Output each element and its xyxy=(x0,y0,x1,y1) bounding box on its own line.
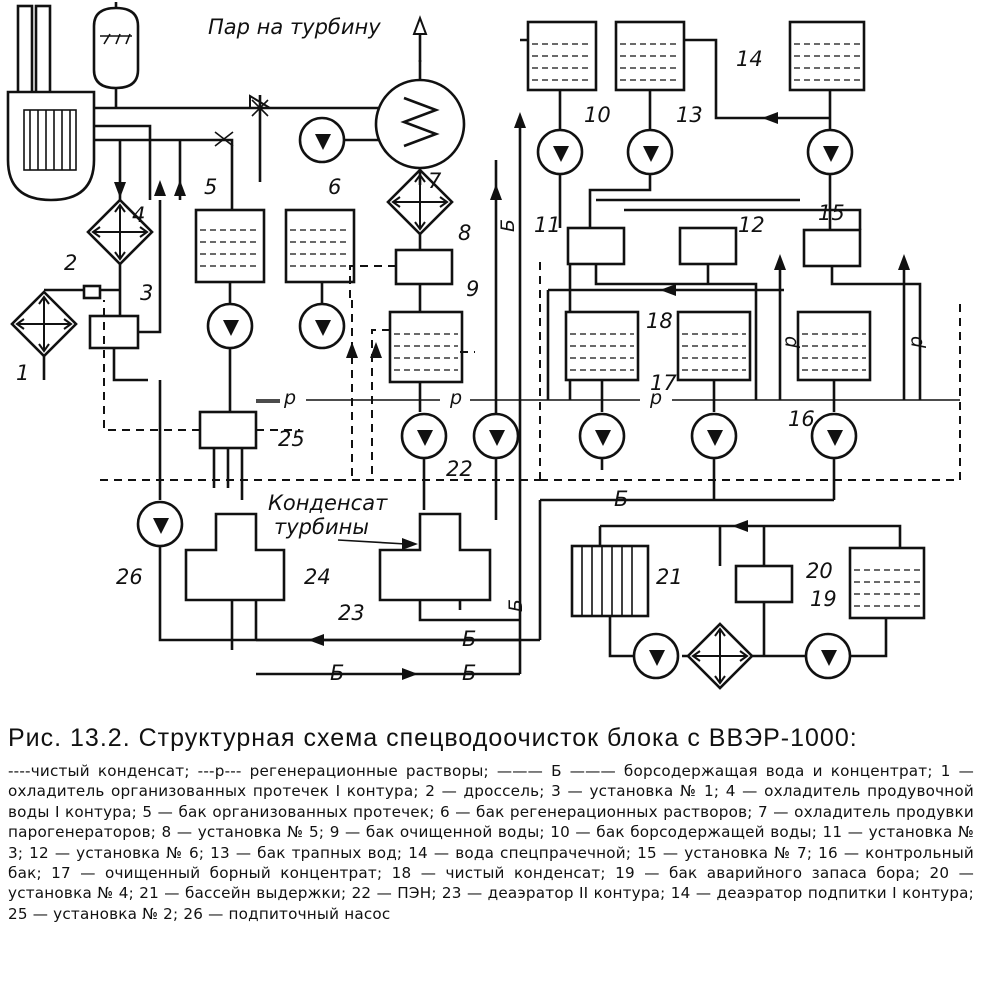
deaerator-24 xyxy=(184,512,286,602)
label-5: 5 xyxy=(204,175,217,199)
pump-13-icon xyxy=(626,128,674,176)
tank-18 xyxy=(564,310,640,382)
line-p-label-2: p xyxy=(449,387,462,409)
label-25: 25 xyxy=(278,427,305,451)
line-b-label-4: Б xyxy=(614,487,628,511)
pump-pen-icon xyxy=(472,412,520,460)
label-7: 7 xyxy=(428,169,442,193)
line-b-label-3: Б xyxy=(462,661,476,685)
figure-caption: Рис. 13.2. Структурная схема спецводоочи… xyxy=(8,724,974,924)
pump-10-icon xyxy=(536,128,584,176)
reactor-vessel xyxy=(6,4,96,202)
tank-13 xyxy=(614,20,686,92)
label-18: 18 xyxy=(646,309,673,333)
label-13: 13 xyxy=(676,103,703,127)
pump-19-icon xyxy=(804,632,852,680)
steam-generator xyxy=(374,15,466,185)
caption-legend-text: ----чистый конденсат; ---р--- регенераци… xyxy=(8,762,974,923)
label-17: 17 xyxy=(650,371,677,395)
label-24: 24 xyxy=(304,565,331,589)
tank-16 xyxy=(796,310,872,382)
unit-12 xyxy=(678,226,738,266)
unit-25 xyxy=(198,410,258,450)
deaerator-23 xyxy=(378,512,492,602)
tank-17 xyxy=(676,310,752,382)
label-11: 11 xyxy=(534,213,561,237)
line-b-label-v2: Б xyxy=(505,599,527,612)
label-9: 9 xyxy=(466,277,479,301)
line-p-label-v1: p xyxy=(779,336,801,349)
unit-11 xyxy=(566,226,626,266)
pump-5-icon xyxy=(206,302,254,350)
pressurizer-vessel xyxy=(92,2,140,108)
label-20: 20 xyxy=(806,559,833,583)
label-8: 8 xyxy=(458,221,471,245)
throttle-2 xyxy=(82,284,102,300)
pump-16-icon xyxy=(810,412,858,460)
line-b-label-2: Б xyxy=(330,661,344,685)
label-12: 12 xyxy=(738,213,765,237)
pump-21-icon xyxy=(632,632,680,680)
line-b-label-v1: Б xyxy=(497,219,519,232)
label-22: 22 xyxy=(446,457,473,481)
caption-title: Рис. 13.2. Структурная схема спецводоочи… xyxy=(8,724,858,752)
flow-diagram: Пар на турбину p p p xyxy=(6,2,961,690)
label-6: 6 xyxy=(328,175,341,199)
line-p-label-3: p xyxy=(649,387,662,409)
label-23: 23 xyxy=(338,601,365,625)
pump-18-icon xyxy=(578,412,626,460)
tank-5 xyxy=(194,208,266,284)
label-26: 26 xyxy=(116,565,143,589)
equipment-numbers: 1 2 3 4 5 6 7 8 9 10 11 12 13 14 15 16 1… xyxy=(16,47,845,625)
line-p-label-v2: p xyxy=(905,336,927,349)
steam-to-turbine-label: Пар на турбину xyxy=(208,15,381,39)
pump-26-icon xyxy=(136,500,184,548)
unit-8 xyxy=(394,248,454,286)
line-b-label-1: Б xyxy=(462,627,476,651)
tank-19 xyxy=(848,546,926,620)
condensate-label-2: турбины xyxy=(274,515,369,539)
label-2: 2 xyxy=(64,251,77,275)
tank-10 xyxy=(526,20,598,92)
unit-20 xyxy=(734,564,794,604)
label-14: 14 xyxy=(736,47,763,71)
tank-9 xyxy=(388,310,464,384)
line-p-label-1: p xyxy=(283,387,296,409)
tank-14 xyxy=(788,20,866,92)
label-21: 21 xyxy=(656,565,683,589)
pump-17-icon xyxy=(690,412,738,460)
label-3: 3 xyxy=(140,281,153,305)
label-1: 1 xyxy=(16,361,29,385)
cooler-1-icon xyxy=(10,290,78,358)
label-4: 4 xyxy=(132,203,145,227)
unit-15 xyxy=(802,228,862,268)
condensate-label-1: Конденсат xyxy=(268,491,388,515)
unit-3 xyxy=(88,314,140,350)
cooler-20-icon xyxy=(686,622,754,690)
pool-21 xyxy=(570,544,650,618)
pump-14-icon xyxy=(806,128,854,176)
label-16: 16 xyxy=(788,407,815,431)
label-19: 19 xyxy=(810,587,837,611)
label-10: 10 xyxy=(584,103,611,127)
pump-6-icon xyxy=(298,302,346,350)
main-pump-icon xyxy=(298,116,346,164)
label-15: 15 xyxy=(818,201,845,225)
pump-22-icon xyxy=(400,412,448,460)
tank-6 xyxy=(284,208,356,284)
